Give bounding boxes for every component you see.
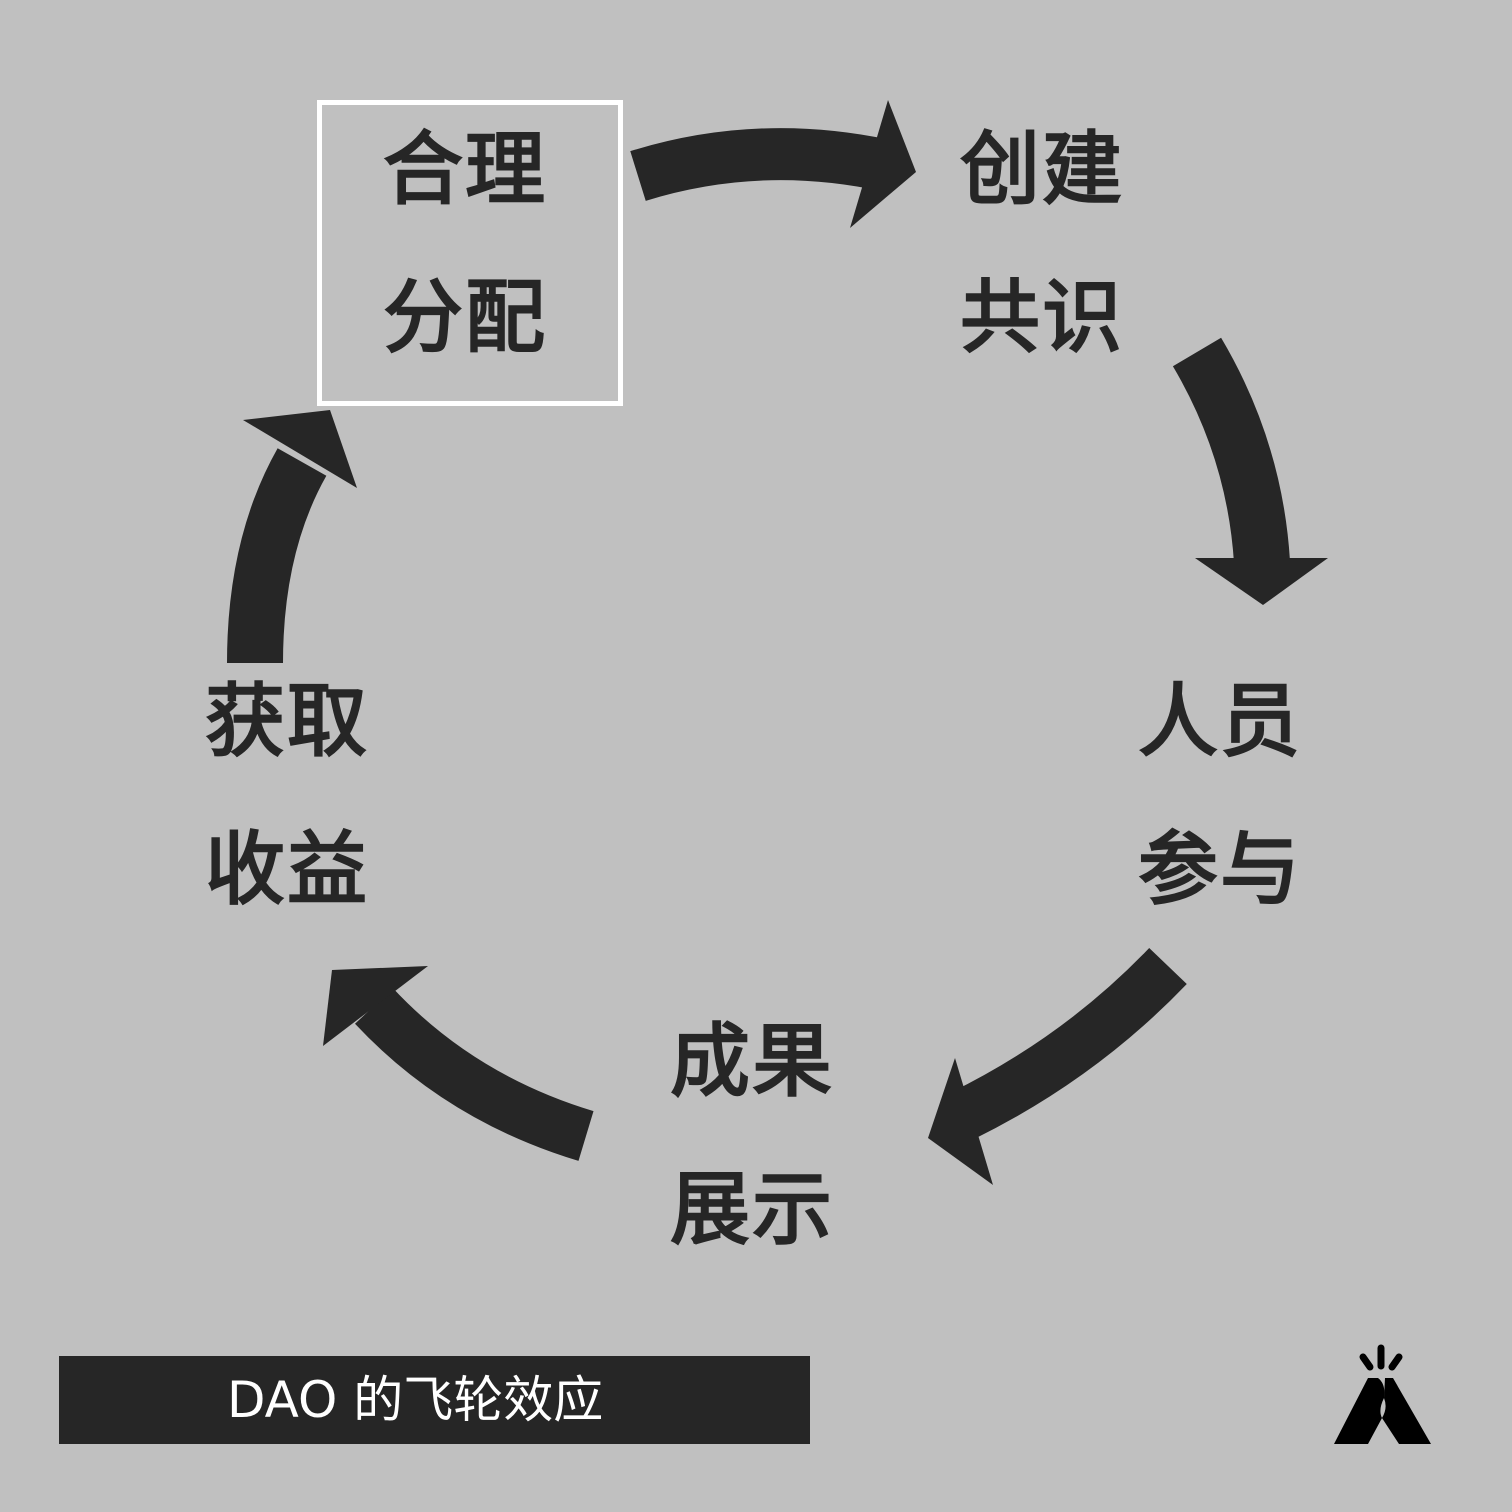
node-line: 共识 — [960, 271, 1124, 364]
node-results-showcase: 成果 展示 — [670, 988, 834, 1284]
node-line: 成果 — [670, 1015, 834, 1108]
arrow-results-to-revenue — [323, 966, 594, 1161]
node-line: 展示 — [670, 1163, 834, 1256]
node-fair-distribution: 合理 分配 — [383, 96, 547, 392]
node-line: 创建 — [960, 123, 1124, 216]
node-line: 收益 — [205, 823, 369, 916]
node-line: 分配 — [383, 271, 547, 364]
arrow-participation-to-results — [928, 948, 1187, 1185]
arrow-distribute-to-consensus — [630, 100, 916, 228]
node-line: 合理 — [383, 123, 547, 216]
arrow-consensus-to-participation — [1172, 337, 1328, 605]
node-line: 获取 — [205, 675, 369, 768]
node-build-consensus: 创建 共识 — [960, 96, 1124, 392]
highlight-box — [317, 100, 623, 406]
arrow-revenue-to-distribute — [227, 410, 357, 664]
node-earn-revenue: 获取 收益 — [205, 648, 369, 944]
caption-title: DAO 的飞轮效应 — [59, 1356, 810, 1444]
node-member-participation: 人员 参与 — [1138, 648, 1302, 944]
node-line: 参与 — [1138, 823, 1302, 916]
node-line: 人员 — [1138, 675, 1302, 768]
